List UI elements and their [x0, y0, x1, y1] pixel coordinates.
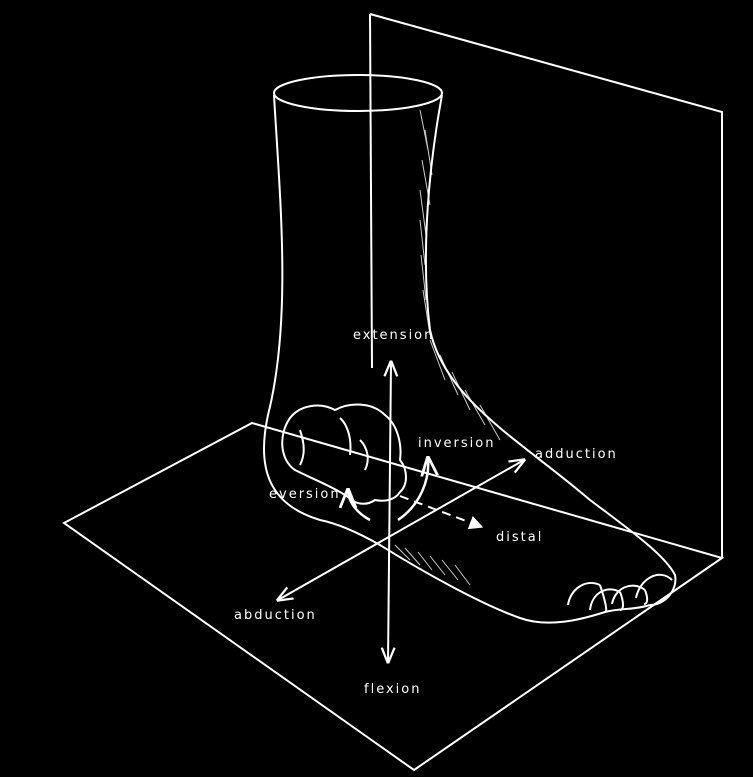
label-flexion: flexion: [364, 682, 421, 697]
vertical-plane-top: [370, 14, 722, 558]
label-inversion: inversion: [418, 436, 495, 451]
vertical-axis: [388, 362, 391, 662]
vertical-plane: [370, 14, 372, 368]
eversion-arrow: [348, 490, 370, 520]
label-eversion: eversion: [269, 487, 341, 502]
distal-axis: [400, 496, 482, 527]
abduction-adduction-axis: [278, 460, 524, 600]
label-abduction: abduction: [234, 608, 317, 623]
label-adduction: adduction: [535, 447, 618, 462]
ground-plane: [64, 423, 722, 770]
foot-outline: [264, 75, 675, 623]
label-extension: extension: [353, 328, 434, 343]
label-distal: distal: [496, 530, 543, 545]
